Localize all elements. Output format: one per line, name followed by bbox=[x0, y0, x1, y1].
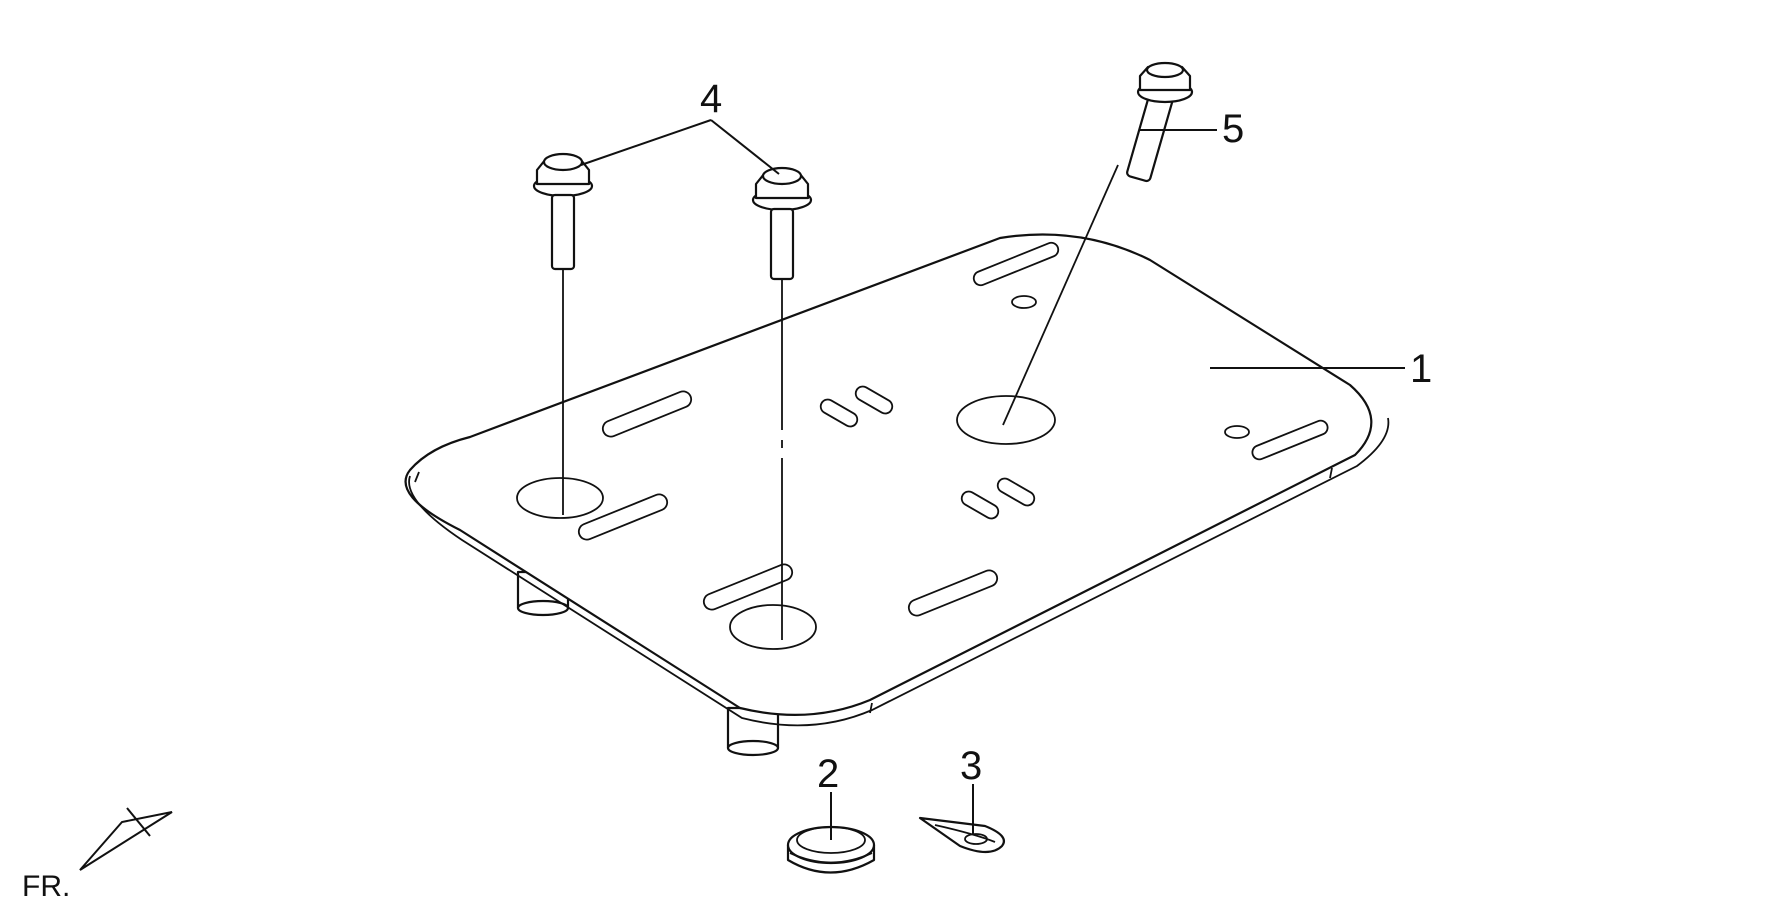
plate-slot-short bbox=[960, 490, 1000, 520]
plate-slot-short bbox=[996, 477, 1036, 507]
orientation-label: FR. bbox=[22, 870, 70, 900]
mounting-plate bbox=[404, 233, 1390, 727]
flange-bolt-right bbox=[751, 166, 813, 281]
plate-slot bbox=[1251, 419, 1329, 461]
callout-5: 5 bbox=[1222, 107, 1244, 151]
plate-hole-bolt-left bbox=[516, 477, 604, 519]
plate-stud-front bbox=[726, 706, 780, 757]
plate-slot bbox=[702, 563, 794, 611]
callout-2: 2 bbox=[817, 752, 839, 796]
plate-slot bbox=[972, 241, 1060, 287]
flange-bolt-left bbox=[532, 152, 594, 271]
plate-hole-small bbox=[1011, 295, 1037, 309]
plate-slot bbox=[601, 390, 693, 438]
rubber-grommet bbox=[786, 825, 876, 874]
plate-slot bbox=[907, 569, 999, 617]
leader-line-4a bbox=[580, 119, 712, 166]
spring-clip bbox=[918, 816, 1006, 854]
leader-line-4b bbox=[710, 119, 780, 175]
callout-1: 1 bbox=[1410, 347, 1432, 391]
plate-hole-large bbox=[956, 395, 1056, 445]
plate-slot-short bbox=[819, 398, 859, 428]
plate-hole-bolt-front bbox=[729, 604, 817, 650]
plate-hole-small bbox=[1224, 425, 1250, 439]
callout-3: 3 bbox=[960, 744, 982, 788]
flange-bolt-long bbox=[1126, 61, 1194, 183]
plate-slot-short bbox=[854, 385, 894, 415]
assembly-line-bolt-long bbox=[1002, 164, 1119, 426]
front-direction-arrow-icon bbox=[79, 807, 173, 871]
callout-4: 4 bbox=[700, 77, 722, 121]
plate-slot bbox=[577, 493, 669, 541]
